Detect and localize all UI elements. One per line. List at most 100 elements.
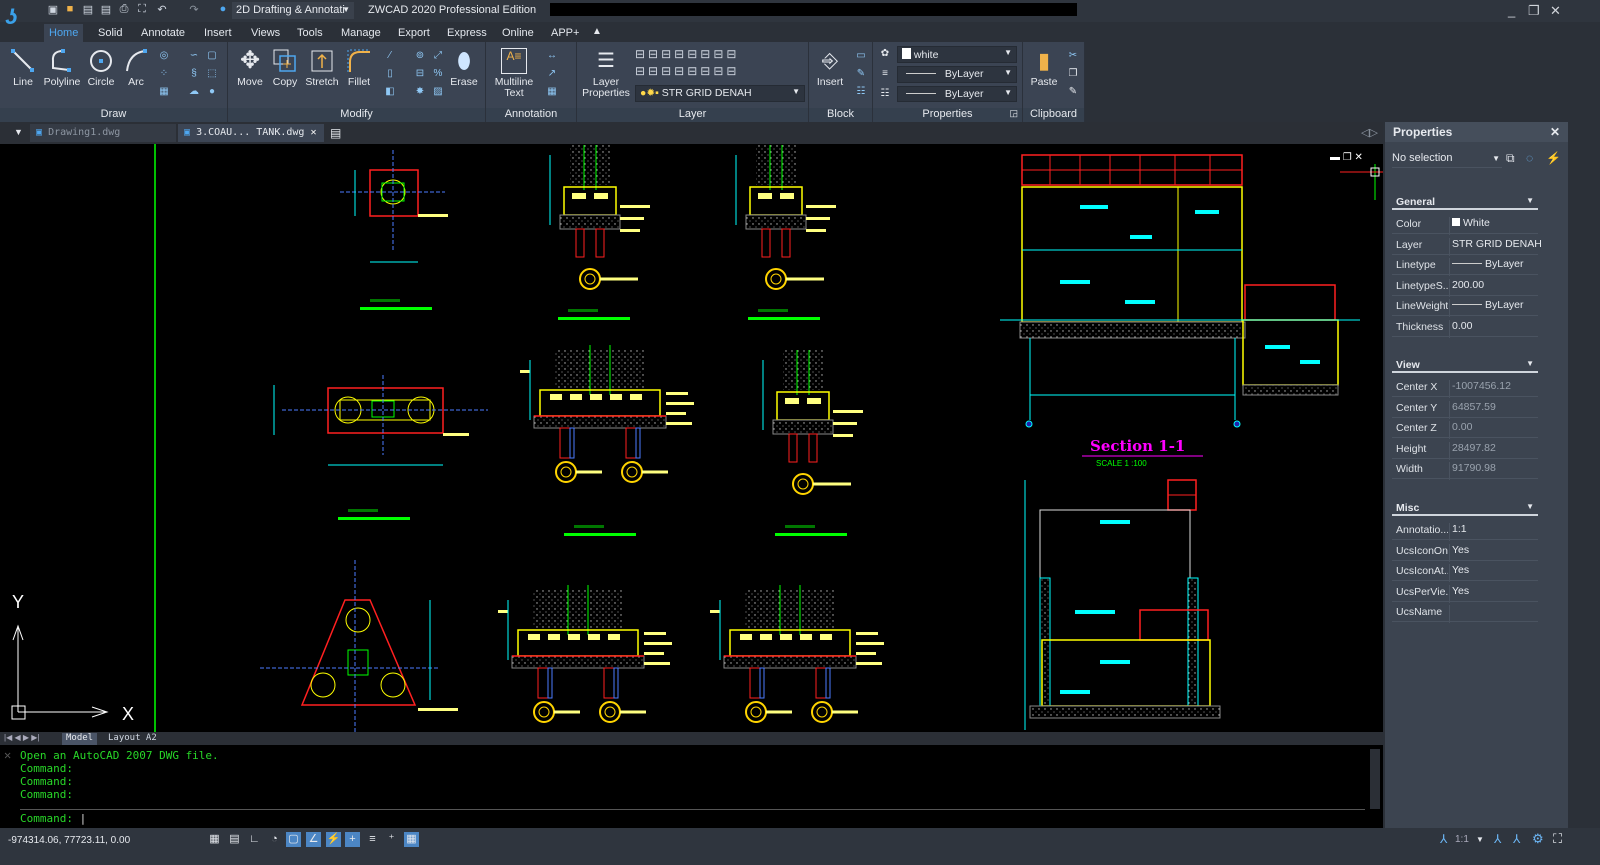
dyn-input-toggle[interactable]: + [345, 832, 360, 847]
boundary-icon[interactable]: ⬚ [207, 68, 217, 79]
close-tab-icon[interactable]: ✕ [310, 127, 317, 138]
property-value-cell[interactable]: 0.00 [1449, 421, 1539, 439]
mirror-icon[interactable]: ⊟ [415, 68, 425, 79]
property-value-cell[interactable]: Yes [1449, 584, 1539, 603]
snap-toggle[interactable]: ▦ [209, 833, 220, 845]
minimize-button[interactable]: _ [1508, 3, 1516, 18]
drawing-canvas[interactable]: Section 1-1 SCALE 1 :100 ▬ ❐ ✕ Y X [0, 144, 1383, 732]
fullscreen-icon[interactable]: ⛶ [1553, 831, 1563, 846]
arc-button[interactable]: Arc [120, 48, 152, 88]
property-value-cell[interactable]: White [1449, 217, 1539, 235]
match-properties-icon[interactable]: ✎ [1068, 86, 1078, 97]
osnap-toggle[interactable]: ▢ [286, 832, 301, 847]
tab-express[interactable]: Express [447, 27, 487, 39]
offset-icon[interactable]: ⊚ [415, 50, 425, 61]
insert-button[interactable]: ⎆Insert [813, 48, 847, 88]
property-value-cell[interactable]: -1007456.12 [1449, 380, 1539, 398]
doc-tab-active[interactable]: ▣ 3.COAU... TANK.dwg ✕ [178, 124, 324, 142]
property-value-cell[interactable]: STR GRID DENAH [1449, 237, 1542, 256]
color-wheel-icon[interactable]: ✿ [880, 48, 890, 59]
scale-icon[interactable]: ⤢ [434, 50, 442, 61]
property-value-cell[interactable]: Yes [1449, 564, 1539, 582]
select-objects-icon[interactable]: ◌ [1526, 151, 1534, 165]
command-window[interactable]: ✕ Open an AutoCAD 2007 DWG file. Command… [0, 745, 1383, 828]
layer-tools-icons[interactable]: ⊟⊟⊟⊟⊟⊟⊟⊟⊟⊟⊟⊟⊟⊟⊟⊟ [635, 47, 740, 78]
tab-insert[interactable]: Insert [204, 27, 232, 39]
redo-icon[interactable]: ↷ [189, 4, 199, 16]
layer-dropdown[interactable]: ●✹▪ STR GRID DENAH▼ [635, 85, 805, 102]
property-value-cell[interactable]: ByLayer [1449, 299, 1539, 317]
chevron-down-icon[interactable]: ▼ [1476, 835, 1484, 844]
property-value-cell[interactable]: Yes [1449, 543, 1539, 562]
tab-menu-icon[interactable]: ▼ [14, 127, 23, 137]
ring-icon[interactable]: ● [208, 86, 216, 97]
stretch-button[interactable]: Stretch [304, 48, 340, 88]
leader-icon[interactable]: ↗ [547, 68, 557, 79]
property-value-cell[interactable] [1449, 605, 1539, 623]
chamfer-icon[interactable]: % [433, 68, 443, 79]
property-row[interactable]: Annotatio...1:1 [1392, 520, 1539, 541]
cut-icon[interactable]: ✂ [1068, 50, 1078, 61]
polyline-button[interactable]: Polyline [42, 48, 82, 88]
property-value-cell[interactable]: 64857.59 [1449, 400, 1539, 419]
settings-gear-icon[interactable]: ⚙ [1532, 831, 1544, 846]
close-command-icon[interactable]: ✕ [4, 748, 12, 762]
tab-model[interactable]: Model [62, 733, 98, 745]
app-logo[interactable]: ʖ [6, 4, 18, 29]
print-icon[interactable]: ⎙ [119, 3, 129, 15]
linetype-dropdown[interactable]: ByLayer▼ [897, 66, 1017, 83]
property-row[interactable]: UcsPerVie...Yes [1392, 582, 1539, 603]
tab-home[interactable]: Home [44, 24, 84, 42]
annotation-scale-icon[interactable]: ⅄ [1440, 832, 1448, 846]
transparency-toggle[interactable]: ⁺ [388, 833, 395, 845]
close-palette-button[interactable]: ✕ [1550, 125, 1561, 139]
tab-annotate[interactable]: Annotate [141, 27, 186, 39]
erase-button[interactable]: ⬮Erase [448, 48, 480, 88]
edit-hatch-icon[interactable]: ▨ [433, 86, 443, 97]
revision-icon[interactable]: § [191, 68, 197, 79]
property-row[interactable]: UcsIconAt...Yes [1392, 561, 1539, 582]
grid-toggle[interactable]: ▤ [229, 833, 240, 845]
lineweight-dropdown[interactable]: ByLayer▼ [897, 86, 1017, 102]
donut-icon[interactable]: ◎ [159, 50, 169, 61]
dyn-ucs-toggle[interactable]: ⚡ [326, 832, 341, 847]
tab-solid[interactable]: Solid [98, 27, 123, 39]
dialog-launcher-icon[interactable]: ◲ [1009, 108, 1018, 118]
dimension-icon[interactable]: ↔ [547, 50, 557, 61]
property-value-cell[interactable]: 1:1 [1449, 523, 1539, 541]
fillet-button[interactable]: Fillet [342, 48, 376, 88]
copy-clip-icon[interactable]: ❐ [1068, 68, 1078, 79]
rectangle-icon[interactable]: ▢ [207, 50, 217, 61]
plot-preview-icon[interactable]: ⛶ [138, 3, 146, 15]
paste-button[interactable]: ▮Paste [1027, 48, 1061, 88]
color-dropdown[interactable]: white▼ [897, 46, 1017, 63]
create-block-icon[interactable]: ▭ [856, 50, 866, 61]
tab-manage[interactable]: Manage [341, 27, 381, 39]
maximize-button[interactable]: ❐ [1528, 3, 1540, 18]
tab-layout-a2[interactable]: Layout A2 [108, 733, 157, 743]
ortho-toggle[interactable]: ∟ [249, 833, 260, 845]
toggle-pickadd-icon[interactable]: ⧉ [1506, 151, 1515, 165]
panel-toggle-icon[interactable]: ◁▷ [1361, 127, 1378, 139]
annotation-visibility-icon[interactable]: ⅄ [1494, 832, 1502, 846]
lineweight-toggle[interactable]: ≡ [369, 833, 376, 845]
auto-scale-icon[interactable]: ⅄ [1513, 832, 1521, 846]
section-general[interactable]: General▼ [1392, 196, 1538, 210]
workspace-dropdown[interactable]: 2D Drafting & Annotati▼ [232, 2, 354, 19]
tab-export[interactable]: Export [398, 27, 430, 39]
help-icon[interactable]: ● [219, 3, 227, 15]
save-icon[interactable]: ▤ [82, 4, 94, 16]
undo-icon[interactable]: ↶ [157, 4, 167, 16]
edit-block-icon[interactable]: ✎ [856, 68, 866, 79]
